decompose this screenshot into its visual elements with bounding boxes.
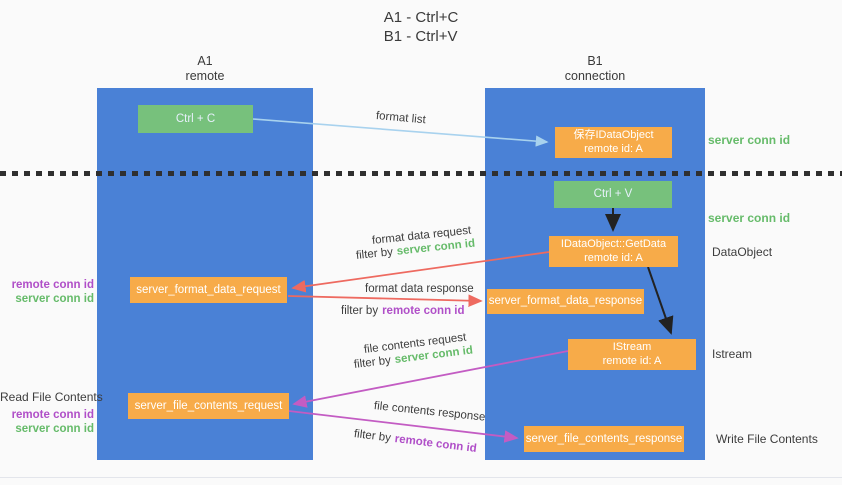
label-format-list: format list (375, 110, 427, 127)
bottom-divider (0, 477, 842, 478)
label-file-contents-response: file contents response (373, 400, 486, 424)
filter-by-text: filter by (353, 428, 392, 445)
label-read-file-contents: Read File Contents (0, 390, 103, 404)
label-write-file-contents: Write File Contents (716, 432, 818, 446)
node-server-file-contents-response: server_file_contents_response (524, 426, 684, 452)
node-server-format-data-response: server_format_data_response (487, 289, 644, 314)
label-remote-conn-id-left-2: remote conn id (11, 409, 94, 421)
filter-by-text: filter by (341, 305, 379, 317)
label-stack-conn-ids-1: remote conn id server conn id (0, 278, 94, 306)
node-ctrl-c-label: Ctrl + C (175, 112, 216, 125)
node-getdata-line2: remote id: A (584, 251, 643, 264)
node-server-format-data-request: server_format_data_request (130, 277, 287, 303)
node-ctrl-v: Ctrl + V (554, 181, 672, 208)
column-header-a1: A1 remote (97, 54, 313, 84)
label-stack-read-file: Read File Contents remote conn id server… (0, 390, 103, 436)
arrow-format-data-response (287, 294, 483, 307)
remote-conn-id-text: remote conn id (382, 305, 465, 317)
label-server-conn-id-left-1: server conn id (15, 293, 94, 305)
node-server-file-contents-request: server_file_contents_request (128, 393, 289, 419)
column-b1-role: connection (564, 69, 626, 83)
node-ctrl-c: Ctrl + C (138, 105, 253, 133)
filter-by-text: filter by (353, 354, 392, 371)
title-line-1: A1 - Ctrl+C (383, 9, 459, 26)
node-save-idataobject: 保存IDataObject remote id: A (555, 127, 672, 158)
remote-conn-id-text: remote conn id (394, 433, 478, 456)
node-server-format-data-response-label: server_format_data_response (488, 295, 643, 308)
node-server-file-contents-request-label: server_file_contents_request (134, 399, 283, 412)
label-istream: Istream (712, 347, 753, 361)
column-b1-name: B1 (587, 54, 603, 68)
label-server-conn-id-right-1: server conn id (708, 133, 791, 147)
node-istream: IStream remote id: A (568, 339, 696, 370)
node-server-file-contents-response-label: server_file_contents_response (525, 432, 683, 445)
node-save-idataobject-line1: 保存IDataObject (573, 128, 654, 141)
title-line-2: B1 - Ctrl+V (383, 28, 458, 45)
node-save-idataobject-line2: remote id: A (584, 142, 643, 155)
column-header-b1: B1 connection (485, 54, 705, 84)
diagram-title: A1 - Ctrl+C B1 - Ctrl+V (0, 8, 842, 46)
label-server-conn-id-right-2: server conn id (708, 211, 791, 225)
label-server-conn-id-left-2: server conn id (15, 423, 94, 435)
label-dataobject: DataObject (712, 245, 773, 259)
filter-by-text: filter by (355, 246, 394, 262)
node-ctrl-v-label: Ctrl + V (593, 188, 633, 201)
node-istream-line1: IStream (612, 340, 652, 353)
label-remote-conn-id-left-1: remote conn id (11, 279, 94, 291)
label-format-data-response: format data response (365, 283, 474, 295)
column-a1-name: A1 (197, 54, 213, 68)
node-idataobject-getdata: IDataObject::GetData remote id: A (549, 236, 678, 267)
node-server-format-data-request-label: server_format_data_request (136, 283, 281, 296)
session-separator-dotted-line (0, 171, 842, 176)
node-istream-line2: remote id: A (602, 354, 662, 367)
column-a1-role: remote (185, 69, 225, 83)
node-getdata-line1: IDataObject::GetData (560, 237, 667, 250)
